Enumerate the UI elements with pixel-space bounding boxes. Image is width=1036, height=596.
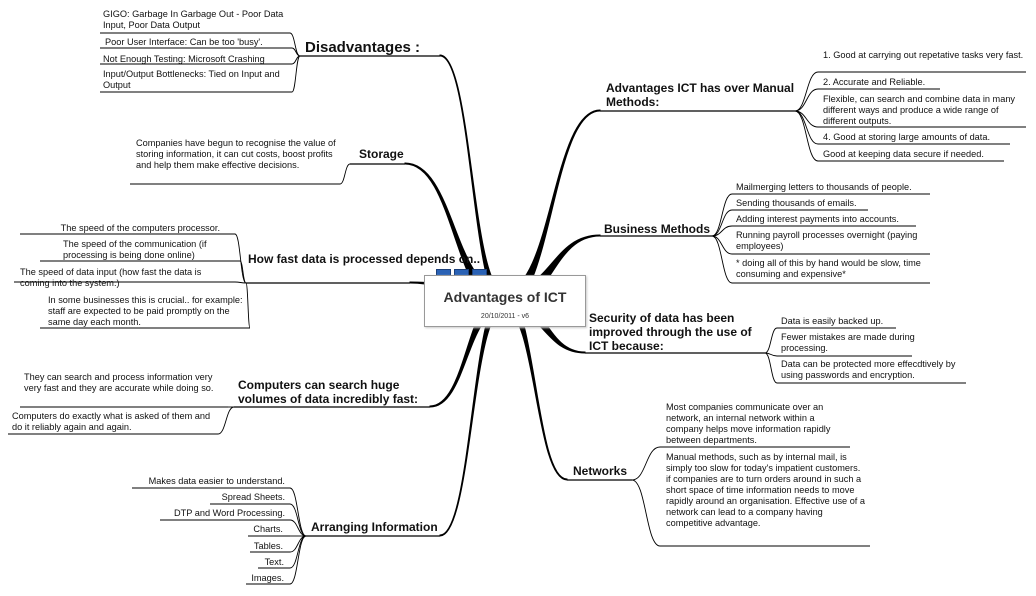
leaf-speed-2[interactable]: The speed of the communication (if proce… [63,239,207,260]
leaf-connector-manual-5 [794,110,819,162]
leaf-connector-arranging-7 [289,535,307,585]
leaf-connector-manual-4 [794,110,819,145]
branch-trunk-arranging [439,290,505,537]
leaf-disadvantages-4[interactable]: Input/Output Bottlenecks: Tied on Input … [103,69,280,90]
leaf-connector-networks-1 [631,446,661,481]
leaf-connector-business-2 [711,209,733,237]
branch-manual[interactable]: Advantages ICT has over Manual Methods: [606,81,795,109]
leaf-security-2[interactable]: Fewer mistakes are made during processin… [781,332,915,353]
leaf-arranging-3[interactable]: DTP and Word Processing. [174,508,285,518]
leaf-manual-3[interactable]: Flexible, can search and combine data in… [823,94,1016,126]
branch-security[interactable]: Security of data has been improved throu… [589,311,752,353]
leaf-connector-speed-2 [239,260,247,284]
leaf-connector-speed-3 [234,281,247,284]
leaf-search-1[interactable]: They can search and process information … [24,372,214,393]
leaf-arranging-2[interactable]: Spread Sheets. [221,492,285,502]
leaf-connector-manual-2 [794,88,819,112]
leaf-disadvantages-2[interactable]: Poor User Interface: Can be too 'busy'. [105,37,263,47]
leaf-business-2[interactable]: Sending thousands of emails. [736,198,857,208]
leaf-connector-arranging-3 [289,519,307,537]
leaf-connector-arranging-1 [289,487,307,537]
branch-disadvantages[interactable]: Disadvantages : [305,39,421,56]
leaf-arranging-4[interactable]: Charts. [253,524,283,534]
branch-business[interactable]: Business Methods [604,222,711,236]
leaf-manual-2[interactable]: 2. Accurate and Reliable. [823,77,926,87]
leaf-connector-speed-4 [245,282,251,329]
central-topic-title: Advantages of ICT [443,289,567,305]
leaf-connector-arranging-2 [289,503,307,537]
leaf-connector-business-1 [711,193,733,237]
leaf-search-2[interactable]: Computers do exactly what is asked of th… [12,411,211,432]
leaf-networks-2[interactable]: Manual methods, such as by internal mail… [666,452,866,528]
branch-search[interactable]: Computers can search huge volumes of dat… [238,378,419,406]
leaf-connector-arranging-6 [289,535,307,569]
leaf-manual-1[interactable]: 1. Good at carrying out repetative tasks… [823,50,1024,60]
leaf-connector-networks-2 [631,479,661,547]
central-topic-date: 20/10/2011 - v6 [480,313,530,320]
leaf-connector-search-2 [217,406,235,435]
leaf-manual-5[interactable]: Good at keeping data secure if needed. [823,149,984,159]
leaf-arranging-6[interactable]: Text. [264,557,284,567]
leaf-business-1[interactable]: Mailmerging letters to thousands of peop… [736,182,912,192]
leaf-disadvantages-1[interactable]: GIGO: Garbage In Garbage Out - Poor Data… [103,9,284,30]
leaf-business-5[interactable]: * doing all of this by hand would be slo… [736,258,921,279]
leaf-security-3[interactable]: Data can be protected more effecdtively … [781,359,956,380]
leaf-connector-business-4 [711,235,733,255]
leaf-connector-manual-1 [794,71,819,112]
leaf-speed-1[interactable]: The speed of the computers processor. [60,223,220,233]
leaf-arranging-7[interactable]: Images. [251,573,284,583]
branch-networks[interactable]: Networks [573,464,628,478]
leaf-speed-4[interactable]: In some businesses this is crucial.. for… [48,295,243,327]
branch-trunk-manual [503,109,601,310]
branch-storage[interactable]: Storage [359,147,404,161]
leaf-business-4[interactable]: Running payroll processes overnight (pay… [736,230,918,251]
leaf-networks-1[interactable]: Most companies communicate over an netwo… [666,402,831,445]
leaf-speed-3[interactable]: The speed of data input (how fast the da… [20,267,202,288]
leaf-arranging-5[interactable]: Tables. [253,541,283,551]
leaf-connector-business-5 [711,235,733,284]
leaf-connector-security-3 [764,352,778,384]
leaf-connector-storage-1 [339,163,351,185]
branch-speed[interactable]: How fast data is processed depends on.. [248,252,481,266]
leaf-connector-security-1 [764,327,778,354]
leaf-arranging-1[interactable]: Makes data easier to understand. [148,476,285,486]
leaf-security-1[interactable]: Data is easily backed up. [781,316,884,326]
leaf-storage-1[interactable]: Companies have begun to recognise the va… [136,138,336,170]
leaf-connector-business-3 [711,225,733,237]
branch-arranging[interactable]: Arranging Information [311,520,438,534]
leaf-business-3[interactable]: Adding interest payments into accounts. [736,214,899,224]
central-topic[interactable]: Advantages of ICT 20/10/2011 - v6 [424,275,586,327]
leaf-manual-4[interactable]: 4. Good at storing large amounts of data… [823,132,991,142]
leaf-disadvantages-3[interactable]: Not Enough Testing: Microsoft Crashing [103,54,265,64]
leaf-connector-disadvantages-4 [291,55,301,93]
